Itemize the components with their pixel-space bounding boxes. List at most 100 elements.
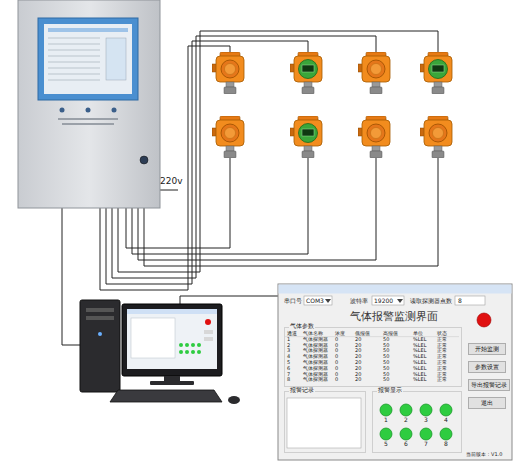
controller-cabinet-part-part xyxy=(48,74,100,75)
controller-cabinet-part xyxy=(58,118,118,120)
controller-cabinet-part xyxy=(18,0,160,208)
group-title: 报警显示 xyxy=(377,388,403,394)
table-cell: 正常 xyxy=(437,354,447,359)
channel-number: 5 xyxy=(381,441,391,447)
form-field: 8 xyxy=(458,298,462,304)
button-label: 导出报警记录 xyxy=(471,382,507,388)
table-cell: 气体探测器 xyxy=(303,354,328,359)
controller-cabinet-part xyxy=(38,18,138,100)
computer-part xyxy=(205,319,211,325)
form-field: 波特率 xyxy=(350,298,368,304)
table-cell: 20 xyxy=(355,366,361,371)
table-cell: 正常 xyxy=(437,337,447,342)
computer-part xyxy=(110,390,222,402)
software-window-part-part xyxy=(420,404,432,416)
table-cell: 50 xyxy=(383,354,389,359)
controller-cabinet-part-part xyxy=(48,62,100,63)
table-cell: 0 xyxy=(335,366,338,371)
button-label: 退出 xyxy=(481,400,493,406)
table-cell: %LEL xyxy=(413,360,426,365)
table-cell: %LEL xyxy=(413,343,426,348)
table-cell: 20 xyxy=(355,372,361,377)
software-window-part xyxy=(304,296,332,305)
software-window-part xyxy=(455,296,485,305)
computer-part-part xyxy=(185,343,189,347)
version-text: 当前版本：V1.0 xyxy=(466,452,502,457)
controller-cabinet-part-part xyxy=(48,38,100,39)
table-cell: 0 xyxy=(335,348,338,353)
gas-detectors xyxy=(212,52,452,158)
voltage-label: 220v xyxy=(160,177,183,186)
controller-cabinet-part xyxy=(44,24,132,94)
computer-part xyxy=(122,304,222,376)
gas-detectors-part xyxy=(212,52,244,94)
controller-cabinet-part-part xyxy=(48,56,100,57)
channel-number: 1 xyxy=(381,417,391,423)
computer-part-part xyxy=(191,343,195,347)
table-cell: 50 xyxy=(383,372,389,377)
software-window-part-part xyxy=(400,428,412,440)
group-box: 报警记录 xyxy=(284,391,366,453)
table-header: 低报值 xyxy=(355,331,370,336)
computer-part-part xyxy=(179,343,183,347)
table-cell: 20 xyxy=(355,337,361,342)
table-cell: 0 xyxy=(335,343,338,348)
table-cell: 3 xyxy=(287,348,290,353)
channel-number: 6 xyxy=(401,441,411,447)
table-cell: 正常 xyxy=(437,366,447,371)
table-cell: 6 xyxy=(287,366,290,371)
channel-number: 3 xyxy=(421,417,431,423)
table-cell: 20 xyxy=(355,377,361,382)
controller-cabinet-part-part xyxy=(48,50,100,51)
computer-part xyxy=(127,309,217,314)
table-cell: 正常 xyxy=(437,360,447,365)
signal-wires-part xyxy=(118,31,438,272)
form-field: 串口号 xyxy=(284,298,302,304)
controller-cabinet-part xyxy=(48,28,128,32)
table-cell: 5 xyxy=(287,360,290,365)
channel-number: 2 xyxy=(401,417,411,423)
computer-part xyxy=(204,330,213,334)
gas-detectors-part xyxy=(358,116,390,158)
form-field: 读取探测器点数 xyxy=(410,298,452,304)
table-cell: 0 xyxy=(335,360,338,365)
button: 参数设置 xyxy=(468,361,506,373)
table-cell: 0 xyxy=(335,354,338,359)
table-cell: 50 xyxy=(383,377,389,382)
table-header: 状态 xyxy=(437,331,447,336)
form-field: 19200 xyxy=(374,298,393,304)
controller-cabinet-part xyxy=(62,123,114,125)
controller-cabinet-part-part xyxy=(48,68,100,69)
signal-wires-part xyxy=(62,208,80,345)
software-window-part-part xyxy=(420,428,432,440)
software-window xyxy=(278,284,512,460)
controller-cabinet-part xyxy=(106,38,126,80)
table-cell: 50 xyxy=(383,337,389,342)
controller-cabinet xyxy=(18,0,160,208)
computer-part xyxy=(131,318,175,358)
table-cell: 正常 xyxy=(437,372,447,377)
gas-detectors-part xyxy=(290,52,322,94)
computer-part-part xyxy=(197,350,201,354)
button-label: 参数设置 xyxy=(475,364,499,370)
controller-cabinet-part xyxy=(60,108,65,113)
table-cell: 气体探测器 xyxy=(303,337,328,342)
group-title: 气体参数 xyxy=(289,324,315,330)
gas-detectors-part xyxy=(290,116,322,158)
gas-detectors-part xyxy=(212,116,244,158)
gas-detectors-part xyxy=(420,116,452,158)
table-cell: 20 xyxy=(355,348,361,353)
table-cell: 50 xyxy=(383,366,389,371)
button: 退出 xyxy=(468,397,506,409)
button: 开始监测 xyxy=(468,343,506,355)
table-cell: %LEL xyxy=(413,366,426,371)
signal-wires-part xyxy=(138,158,376,260)
form-field: COM3 xyxy=(306,298,324,304)
software-window-part-part xyxy=(440,404,452,416)
computer-part-part xyxy=(191,350,195,354)
table-cell: %LEL xyxy=(413,372,426,377)
software-window-part-part xyxy=(440,428,452,440)
